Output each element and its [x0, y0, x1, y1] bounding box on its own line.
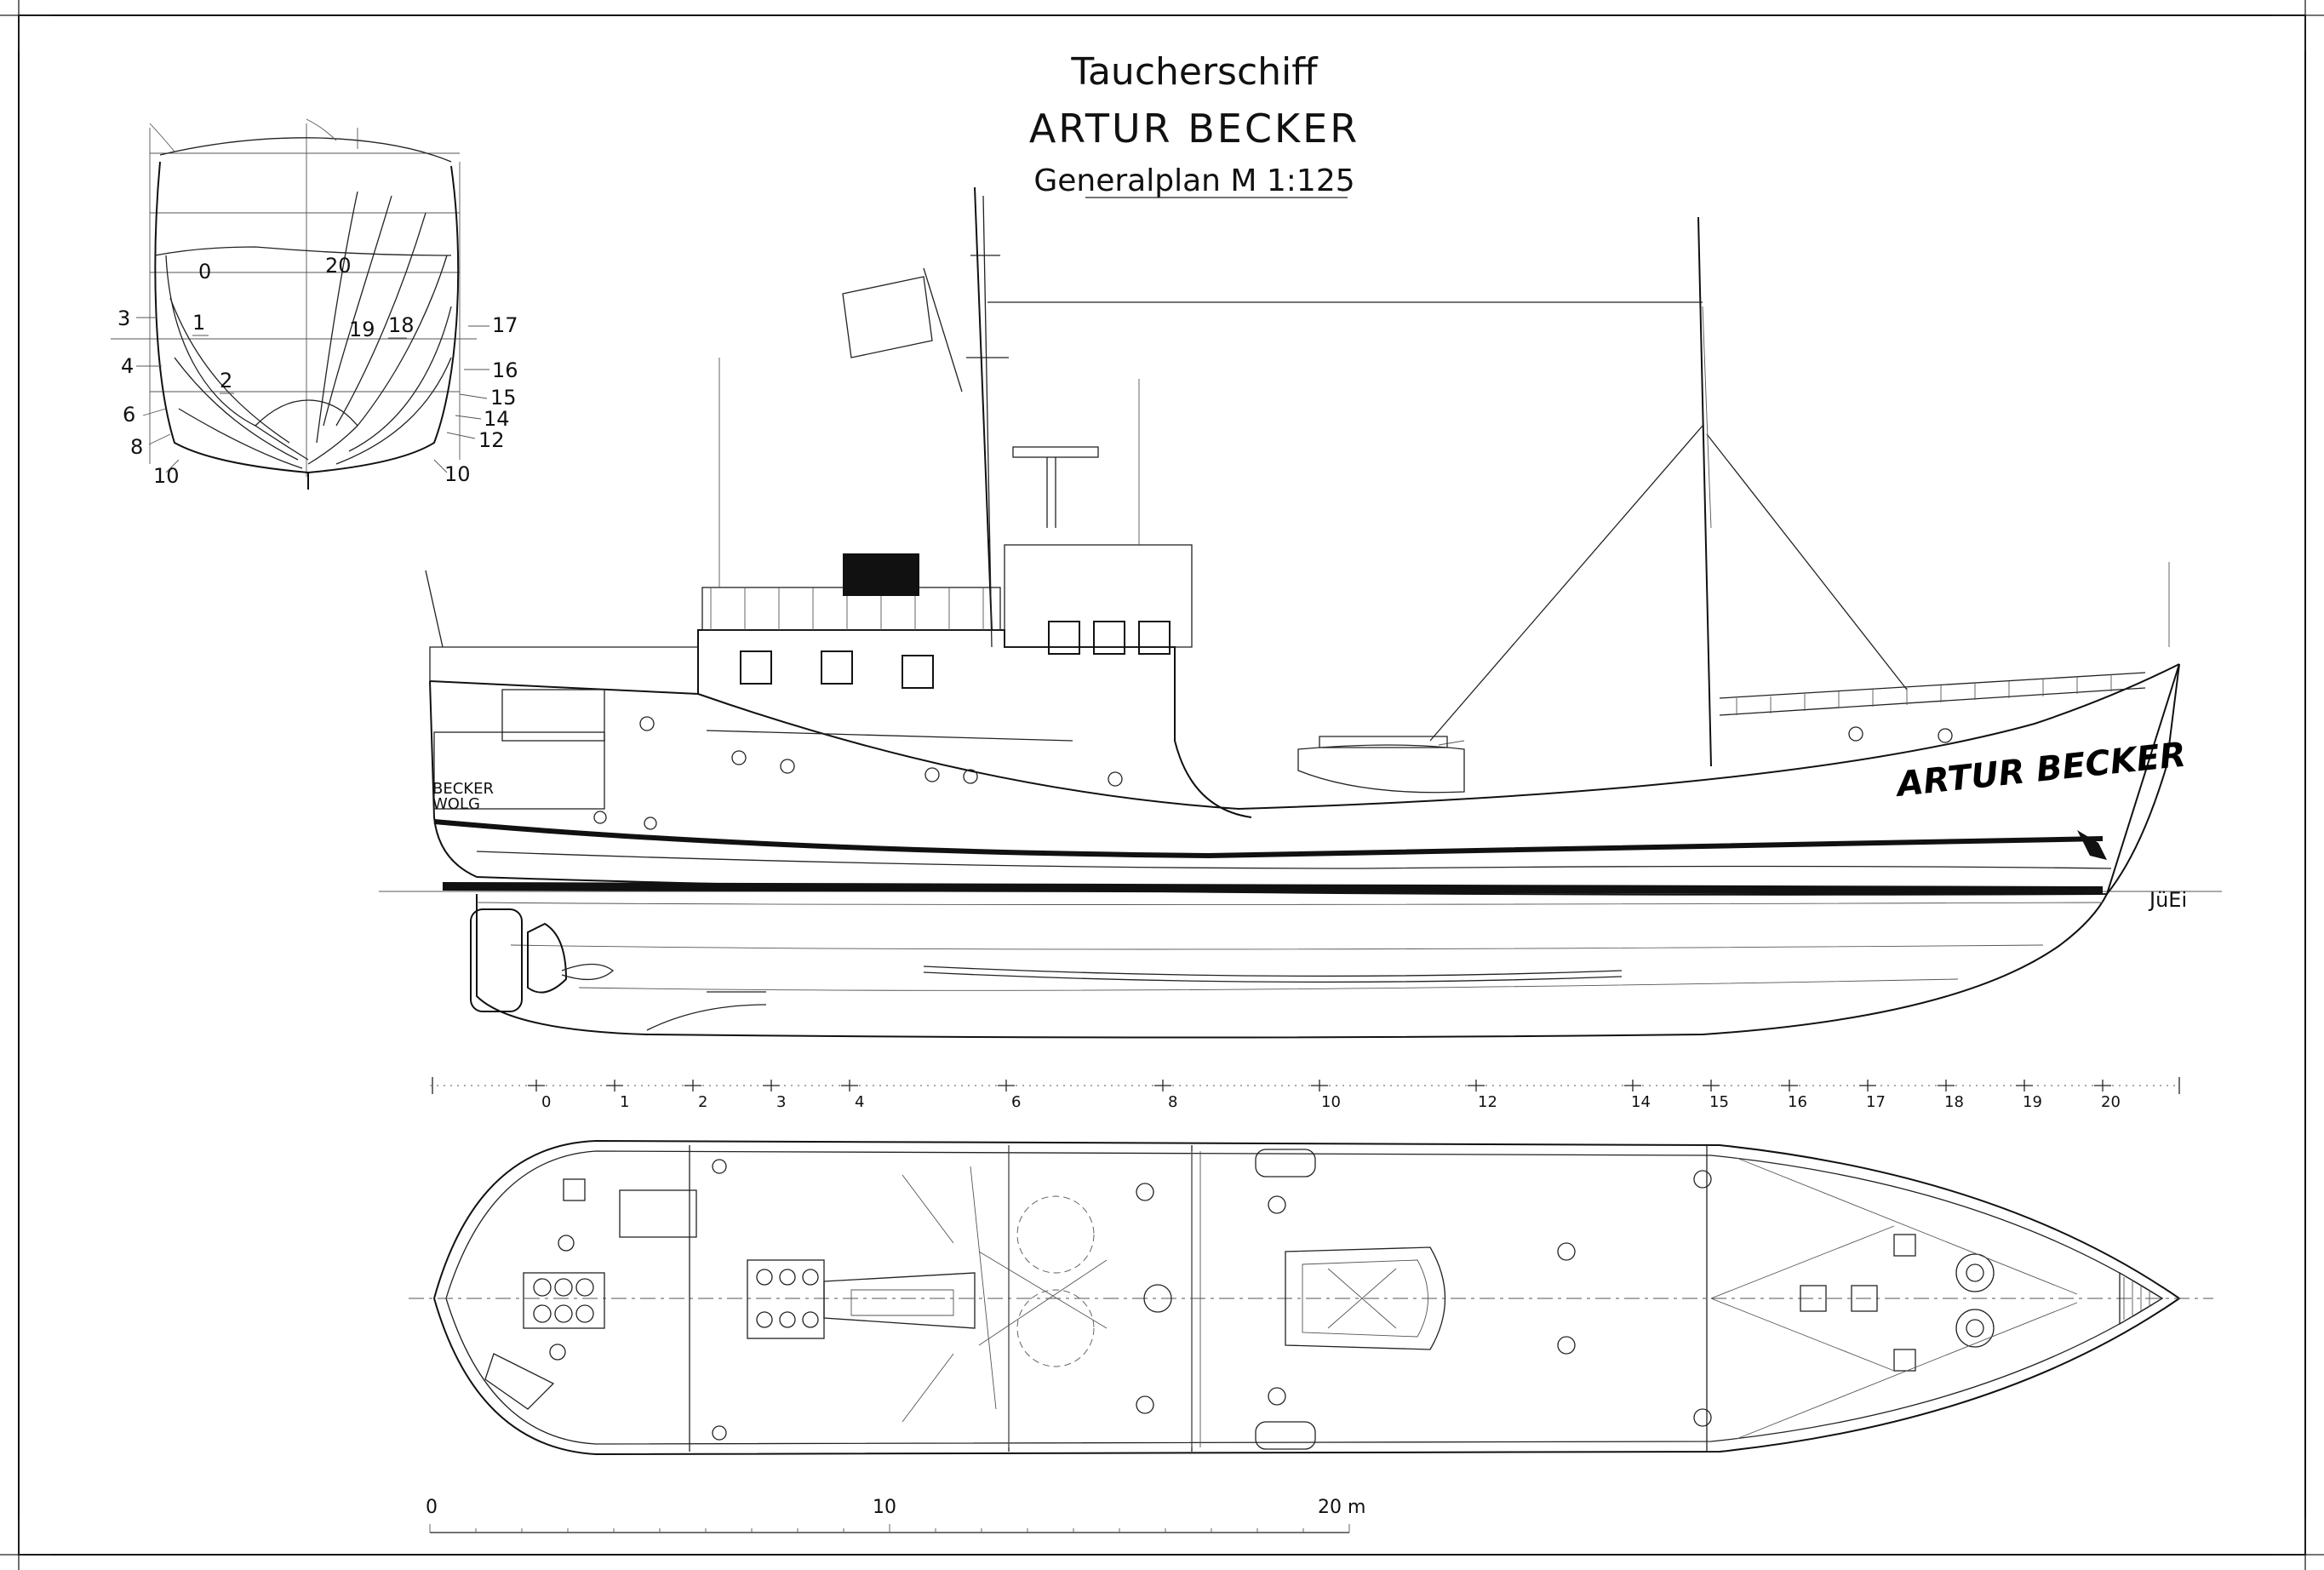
bp-label-1: 1: [192, 311, 205, 335]
deck-outline: [432, 1139, 2181, 1456]
workboat: [1297, 744, 1465, 794]
bp-label-15: 15: [490, 386, 517, 410]
anchor: [2077, 830, 2107, 860]
bp-label-2: 2: [220, 369, 232, 392]
main-superstructure: [697, 629, 1252, 818]
portholes: [593, 716, 1953, 830]
bp-label-16: 16: [492, 358, 518, 382]
fore-mast: [974, 186, 993, 631]
station-8: 8: [1168, 1093, 1177, 1111]
bp-label-8: 8: [130, 435, 143, 459]
windlass-starboard: [1955, 1309, 1995, 1348]
title-line-3: Generalplan M 1:125: [1033, 163, 1354, 198]
liferaft-starboard: [1255, 1421, 1316, 1450]
drafter-signature: JüEi: [2148, 888, 2187, 912]
station-17: 17: [1866, 1093, 1886, 1111]
bp-label-10-right: 10: [444, 462, 471, 486]
station-ticks: 0 1 2 3 4 6 8 10 12 14 15 16 17 18 19 20: [430, 1077, 2180, 1111]
station-10: 10: [1321, 1093, 1341, 1111]
waterline-stripe: [442, 882, 2104, 896]
bp-label-14: 14: [484, 407, 510, 431]
station-19: 19: [2023, 1093, 2042, 1111]
superstructure-windows: [740, 621, 1171, 689]
workboat-plan: [1285, 1246, 1446, 1350]
station-18: 18: [1944, 1093, 1964, 1111]
propeller: [527, 922, 568, 994]
station-14: 14: [1631, 1093, 1651, 1111]
body-plan: 0 20 1 19 18 17 3 4 2 16 15 14 6 8 12 10…: [111, 118, 518, 490]
rudder: [470, 908, 523, 1012]
aft-hatch: [619, 1189, 697, 1238]
liferaft-port: [1255, 1149, 1316, 1178]
station-3: 3: [776, 1093, 786, 1111]
station-20: 20: [2101, 1093, 2121, 1111]
title-line-2: ARTUR BECKER: [1029, 106, 1359, 152]
bp-label-0: 0: [198, 260, 211, 284]
bp-label-19: 19: [349, 318, 375, 341]
stern-name-label: BECKER: [432, 780, 494, 798]
radar: [1012, 446, 1099, 458]
diving-bottles: [523, 1272, 605, 1329]
scale-bar: 0 10 20 m: [426, 1497, 1365, 1533]
stern-port-label: WOLG: [432, 795, 480, 813]
main-mast: [1697, 216, 1712, 767]
scale-label-0: 0: [426, 1497, 438, 1518]
flag: [842, 276, 933, 358]
station-6: 6: [1011, 1093, 1021, 1111]
scale-label-10: 10: [873, 1497, 896, 1518]
station-12: 12: [1478, 1093, 1497, 1111]
station-2: 2: [698, 1093, 707, 1111]
plan-view: [409, 1139, 2213, 1456]
bp-label-4: 4: [121, 354, 134, 378]
station-0: 0: [541, 1093, 551, 1111]
bp-label-20: 20: [325, 254, 352, 278]
scale-label-20: 20 m: [1318, 1497, 1365, 1518]
bp-label-17: 17: [492, 313, 518, 337]
underwater-hull: [476, 893, 2108, 1039]
bp-label-3: 3: [117, 307, 130, 330]
title-block: Taucherschiff ARTUR BECKER Generalplan M…: [1029, 50, 1359, 198]
station-15: 15: [1709, 1093, 1729, 1111]
station-16: 16: [1788, 1093, 1807, 1111]
windlass-port: [1955, 1253, 1995, 1292]
profile-view: ARTUR BECKER BECKER WOLG JüEi: [379, 186, 2222, 1039]
body-plan-station-labels: 0 20 1 19 18 17 3 4 2 16 15 14 6 8 12 10…: [117, 254, 518, 488]
station-1: 1: [620, 1093, 629, 1111]
wheelhouse: [1004, 544, 1193, 648]
bp-label-12: 12: [478, 428, 505, 452]
station-4: 4: [855, 1093, 864, 1111]
bp-label-18: 18: [388, 313, 415, 337]
sheer-line: [429, 663, 2180, 811]
bp-label-6: 6: [123, 403, 135, 427]
bp-label-10-left: 10: [153, 464, 180, 488]
title-line-1: Taucherschiff: [1070, 50, 1319, 94]
crane-boom: [823, 1272, 976, 1329]
